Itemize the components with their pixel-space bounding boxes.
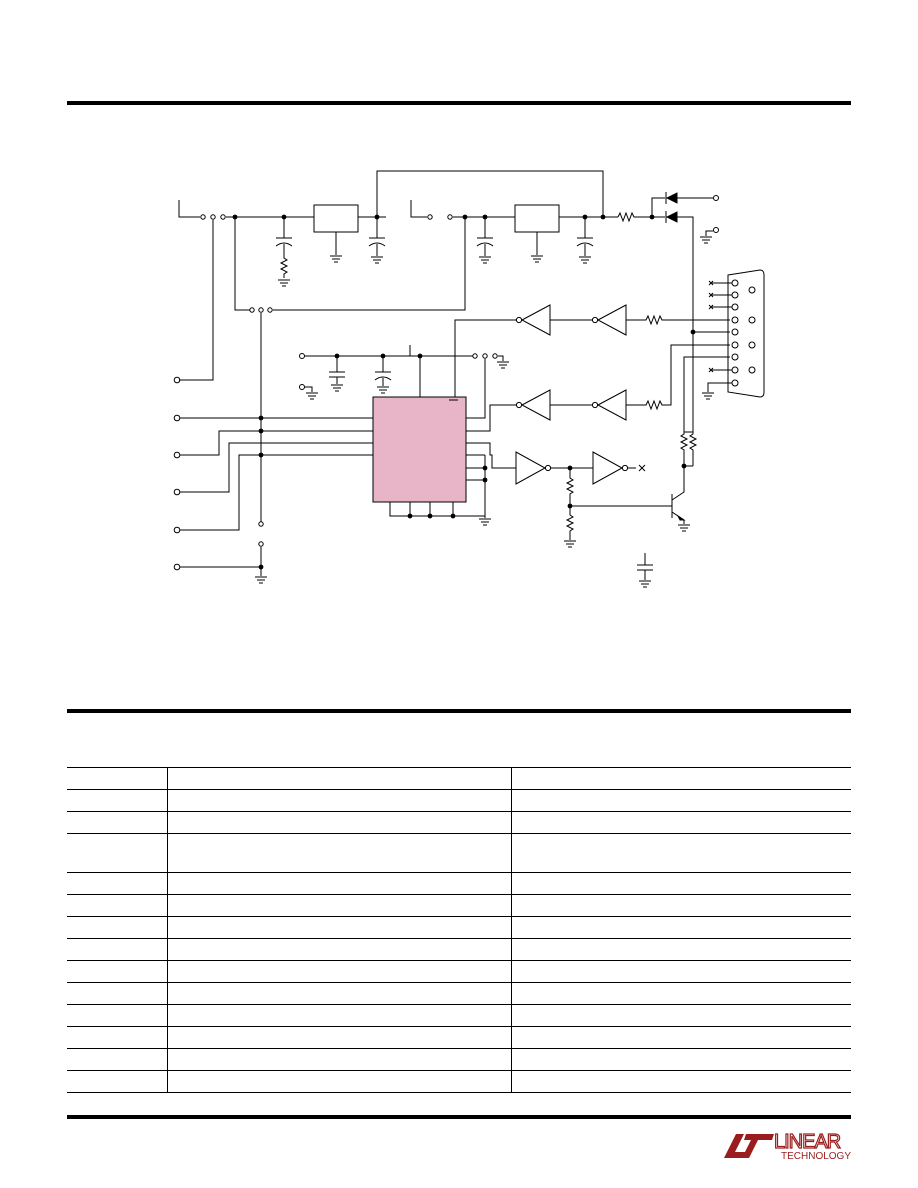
pin-function-table [67, 767, 851, 1093]
table-cell [167, 1070, 512, 1093]
table-cell [67, 811, 168, 834]
ic-chip [372, 396, 467, 503]
table-cell [67, 1004, 168, 1027]
table-cell [511, 894, 851, 917]
table-cell [67, 1048, 168, 1071]
table-row [67, 938, 851, 961]
table-cell [511, 982, 851, 1005]
table-cell [167, 789, 512, 812]
table-cell [167, 938, 512, 961]
table-cell [167, 894, 512, 917]
middle-rule [67, 709, 851, 713]
logo-wordmark: LINEAR [773, 1130, 841, 1153]
table-cell [511, 872, 851, 895]
table-row [67, 811, 851, 834]
top-rule [67, 101, 851, 105]
table-row [67, 894, 851, 917]
table-cell [67, 1026, 168, 1049]
table-row [67, 1004, 851, 1027]
table-cell [167, 982, 512, 1005]
table-cell [167, 872, 512, 895]
table-cell [67, 982, 168, 1005]
table-row [67, 872, 851, 895]
table-cell [167, 1004, 512, 1027]
table-cell [67, 767, 168, 790]
table-cell [67, 960, 168, 983]
table-cell [67, 789, 168, 812]
table-cell [67, 833, 168, 873]
table-row [67, 767, 851, 790]
table-cell [67, 916, 168, 939]
table-cell [511, 1004, 851, 1027]
table-cell [67, 938, 168, 961]
circuit-schematic [173, 170, 765, 588]
table-row [67, 1048, 851, 1071]
table-cell [511, 1070, 851, 1093]
table-row [67, 916, 851, 939]
table-cell [511, 833, 851, 873]
table-cell [511, 916, 851, 939]
logo-subtitle: TECHNOLOGY [781, 1151, 852, 1162]
table-cell [167, 1026, 512, 1049]
table-cell [511, 789, 851, 812]
table-row [67, 982, 851, 1005]
table-cell [511, 1026, 851, 1049]
table-row [67, 1070, 851, 1093]
table-row [67, 833, 851, 873]
table-row [67, 1026, 851, 1049]
bottom-rule [67, 1115, 851, 1119]
table-cell [167, 811, 512, 834]
table-cell [67, 872, 168, 895]
table-cell [511, 938, 851, 961]
table-cell [167, 916, 512, 939]
table-cell [511, 767, 851, 790]
table-cell [511, 1048, 851, 1071]
table-cell [167, 767, 512, 790]
table-cell [67, 894, 168, 917]
table-cell [167, 960, 512, 983]
table-row [67, 960, 851, 983]
table-cell [511, 960, 851, 983]
table-cell [511, 811, 851, 834]
table-cell [167, 833, 512, 873]
table-row [67, 789, 851, 812]
table-cell [67, 1070, 168, 1093]
linear-technology-logo [724, 1134, 774, 1158]
table-cell [167, 1048, 512, 1071]
